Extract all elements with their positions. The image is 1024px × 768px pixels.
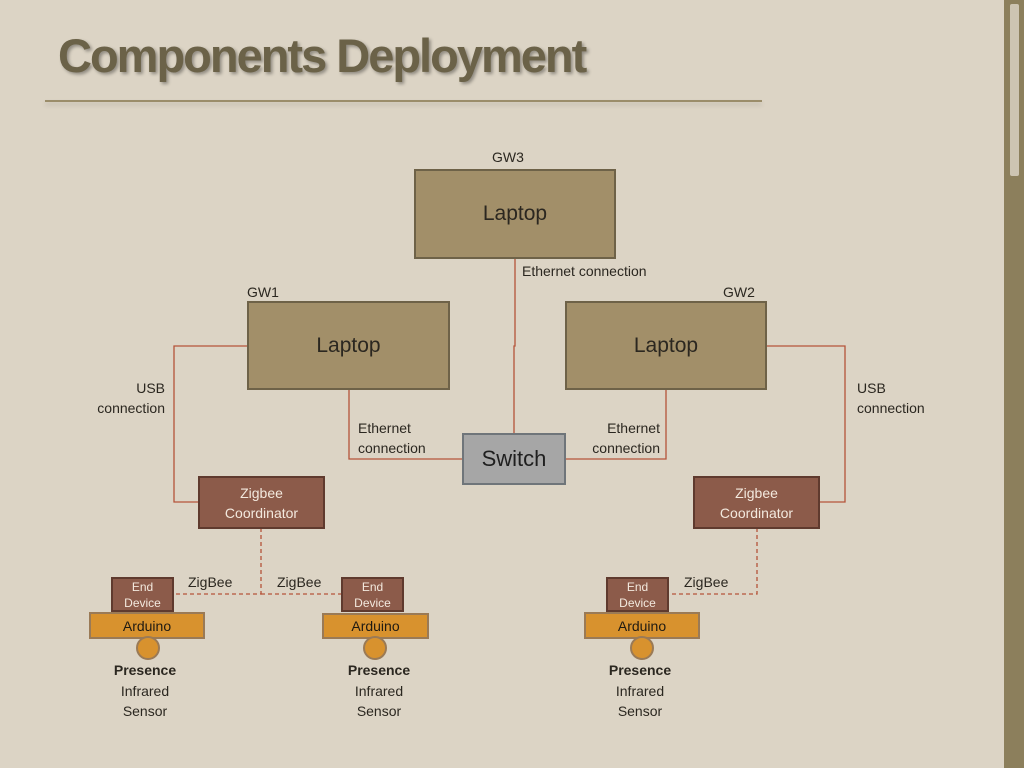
gw2-usb-label-line2: connection xyxy=(857,400,925,416)
zigbee-label-2: ZigBee xyxy=(277,574,322,590)
scrollbar-thumb[interactable] xyxy=(1010,4,1019,176)
wire-gw3-switch xyxy=(513,258,516,434)
end-device-3-line2: Device xyxy=(619,595,656,610)
end-device-1-line1: End xyxy=(131,579,154,594)
coordinator-left-line2: Coordinator xyxy=(224,504,299,521)
sensor-3-line2: Infrared xyxy=(615,682,665,699)
zigbee-link-right xyxy=(669,528,758,595)
sensor-1-icon xyxy=(136,636,160,660)
zigbee-label-3: ZigBee xyxy=(684,574,729,590)
sensor-1-title: Presence xyxy=(113,662,177,678)
arduino-2-label: Arduino xyxy=(351,618,400,634)
network-switch[interactable]: Switch xyxy=(462,433,566,485)
sensor-1-line3: Sensor xyxy=(122,703,168,719)
gw1-ethernet-label-line1: Ethernet xyxy=(358,420,411,436)
gw3-ethernet-label: Ethernet connection xyxy=(522,263,647,279)
coordinator-left-line1: Zigbee xyxy=(240,484,283,501)
laptop-gw3-label: Laptop xyxy=(482,202,548,225)
end-device-2-line2: Device xyxy=(354,595,391,610)
sensor-1-line2: Infrared xyxy=(120,682,170,699)
arduino-1-label: Arduino xyxy=(122,617,172,634)
zigbee-coordinator-right[interactable]: Zigbee Coordinator xyxy=(693,476,820,529)
arduino-board-2[interactable]: Arduino xyxy=(322,613,429,639)
coordinator-right-line1: Zigbee xyxy=(735,484,778,501)
laptop-gw1[interactable]: Laptop xyxy=(247,301,450,390)
gw1-usb-label: USB connection xyxy=(86,378,165,418)
gw2-ethernet-label-line2: connection xyxy=(592,440,660,456)
wire-gw1-usb xyxy=(173,345,248,503)
end-device-2-line1: End xyxy=(361,579,384,594)
gw1-ethernet-label-line2: connection xyxy=(358,440,426,456)
arduino-board-1[interactable]: Arduino xyxy=(89,612,205,639)
laptop-gw1-label: Laptop xyxy=(316,333,381,357)
connection-wires xyxy=(173,258,846,595)
zigbee-label-1: ZigBee xyxy=(188,574,233,590)
sensor-2-title: Presence xyxy=(347,662,411,678)
end-device-1-line2: Device xyxy=(124,595,161,610)
laptop-gw3[interactable]: Laptop xyxy=(414,169,616,259)
end-device-2[interactable]: End Device xyxy=(341,577,404,612)
scrollbar-track[interactable] xyxy=(1004,0,1024,768)
sensor-1-label: Presence Infrared Sensor xyxy=(85,660,205,722)
sensor-3-line3: Sensor xyxy=(617,703,663,719)
end-device-3-line1: End xyxy=(626,579,649,594)
sensor-3-title: Presence xyxy=(608,662,672,678)
end-device-1[interactable]: End Device xyxy=(111,577,174,612)
page-title: Components Deployment xyxy=(58,29,587,82)
end-device-3[interactable]: End Device xyxy=(606,577,669,612)
coordinator-right-line2: Coordinator xyxy=(719,504,794,521)
arduino-board-3[interactable]: Arduino xyxy=(584,612,700,639)
sensor-3-icon xyxy=(630,636,654,660)
arduino-3-label: Arduino xyxy=(617,617,667,634)
wire-gw1-switch xyxy=(348,390,463,460)
gw1-usb-label-line1: USB xyxy=(136,380,165,396)
gw2-ethernet-label-line1: Ethernet xyxy=(607,420,660,436)
gw3-tag: GW3 xyxy=(492,149,524,165)
sensor-2-line2: Infrared xyxy=(354,682,404,699)
sensor-3-label: Presence Infrared Sensor xyxy=(580,660,700,722)
gw1-tag: GW1 xyxy=(247,284,279,300)
laptop-gw2[interactable]: Laptop xyxy=(565,301,767,390)
sensor-2-line3: Sensor xyxy=(356,703,402,719)
gw1-usb-label-line2: connection xyxy=(97,400,165,416)
laptop-gw2-label: Laptop xyxy=(633,333,699,357)
sensor-2-icon xyxy=(363,636,387,660)
gw1-ethernet-label: Ethernet connection xyxy=(358,418,426,458)
wire-gw2-usb xyxy=(767,345,846,503)
title-underline xyxy=(45,100,762,102)
zigbee-coordinator-left[interactable]: Zigbee Coordinator xyxy=(198,476,325,529)
sensor-2-label: Presence Infrared Sensor xyxy=(319,660,439,722)
gw2-usb-label-line1: USB xyxy=(857,380,886,396)
wire-gw2-switch xyxy=(566,390,667,460)
switch-label: Switch xyxy=(481,446,547,471)
gw2-usb-label: USB connection xyxy=(857,378,925,418)
gw2-ethernet-label: Ethernet connection xyxy=(575,418,660,458)
gw2-tag: GW2 xyxy=(723,284,755,300)
